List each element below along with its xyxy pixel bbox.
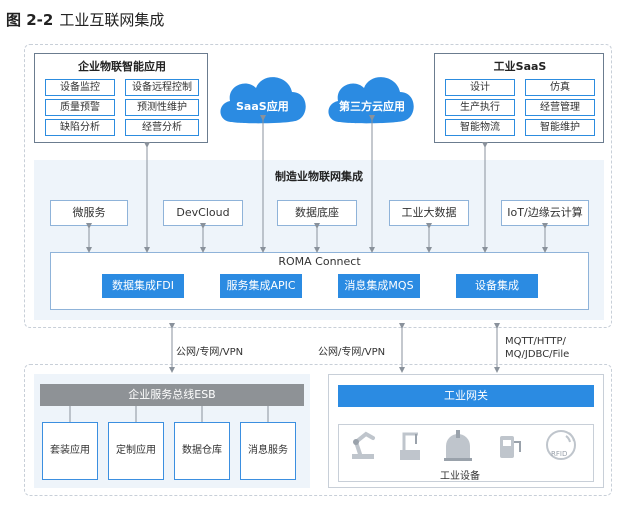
esb-item: 定制应用 (108, 422, 164, 480)
link-label-right-1: MQTT/HTTP/ (505, 336, 566, 347)
roma-module: 服务集成APIC (220, 274, 302, 298)
crane-icon (400, 432, 420, 460)
esb-item: 数据仓库 (174, 422, 230, 480)
enterprise-apps-title: 企业物联智能应用 (78, 60, 166, 73)
link-label-left: 公网/专网/VPN (176, 347, 244, 358)
service-box: 微服务 (50, 200, 128, 226)
saas-chip: 经营管理 (525, 99, 595, 116)
app-chip: 设备远程控制 (125, 79, 199, 96)
app-chip: 缺陷分析 (45, 119, 115, 136)
figure-title: 工业互联网集成 (59, 11, 165, 29)
app-chip: 质量预警 (45, 99, 115, 116)
link-label-middle: 公网/专网/VPN (318, 347, 386, 358)
saas-cloud-icon (220, 77, 306, 124)
robot-arm-icon (352, 431, 375, 459)
link-label-right-2: MQ/JDBC/File (505, 349, 570, 360)
app-chip: 经营分析 (125, 119, 199, 136)
rfid-icon (546, 430, 576, 460)
rfid-text: RFID (551, 450, 568, 458)
roma-module: 数据集成FDI (102, 274, 184, 298)
esb-item: 消息服务 (240, 422, 296, 480)
pump-icon (500, 436, 521, 458)
iot-integration-title: 制造业物联网集成 (275, 170, 363, 183)
devices-label: 工业设备 (440, 471, 480, 482)
roma-module: 设备集成 (456, 274, 538, 298)
saas-chip: 仿真 (525, 79, 595, 96)
saas-chip: 设计 (445, 79, 515, 96)
industrial-saas-title: 工业SaaS (493, 60, 547, 73)
figure-number: 图 2-2 (6, 11, 54, 29)
roma-module: 消息集成MQS (338, 274, 420, 298)
industrial-saas-box: 工业SaaS 设计 仿真 生产执行 经营管理 智能物流 智能维护 (434, 53, 604, 143)
enterprise-apps-box: 企业物联智能应用 设备监控 设备远程控制 质量预警 预测性维护 缺陷分析 经营分… (34, 53, 208, 143)
esb-item: 套装应用 (42, 422, 98, 480)
tank-icon (444, 430, 472, 461)
app-chip: 设备监控 (45, 79, 115, 96)
saas-cloud-label: SaaS应用 (236, 100, 289, 113)
app-chip: 预测性维护 (125, 99, 199, 116)
gateway-title: 工业网关 (338, 385, 594, 407)
roma-connect-title: ROMA Connect (278, 255, 361, 268)
third-party-cloud-icon (328, 77, 414, 124)
esb-title: 企业服务总线ESB (40, 384, 304, 406)
saas-chip: 生产执行 (445, 99, 515, 116)
figure-caption: 图 2-2 工业互联网集成 (6, 9, 164, 30)
saas-chip: 智能维护 (525, 119, 595, 136)
service-box: IoT/边缘云计算 (501, 200, 589, 226)
saas-chip: 智能物流 (445, 119, 515, 136)
cloud-layer (24, 44, 612, 328)
edge-layer (24, 364, 612, 496)
third-party-cloud-label: 第三方云应用 (339, 100, 405, 113)
